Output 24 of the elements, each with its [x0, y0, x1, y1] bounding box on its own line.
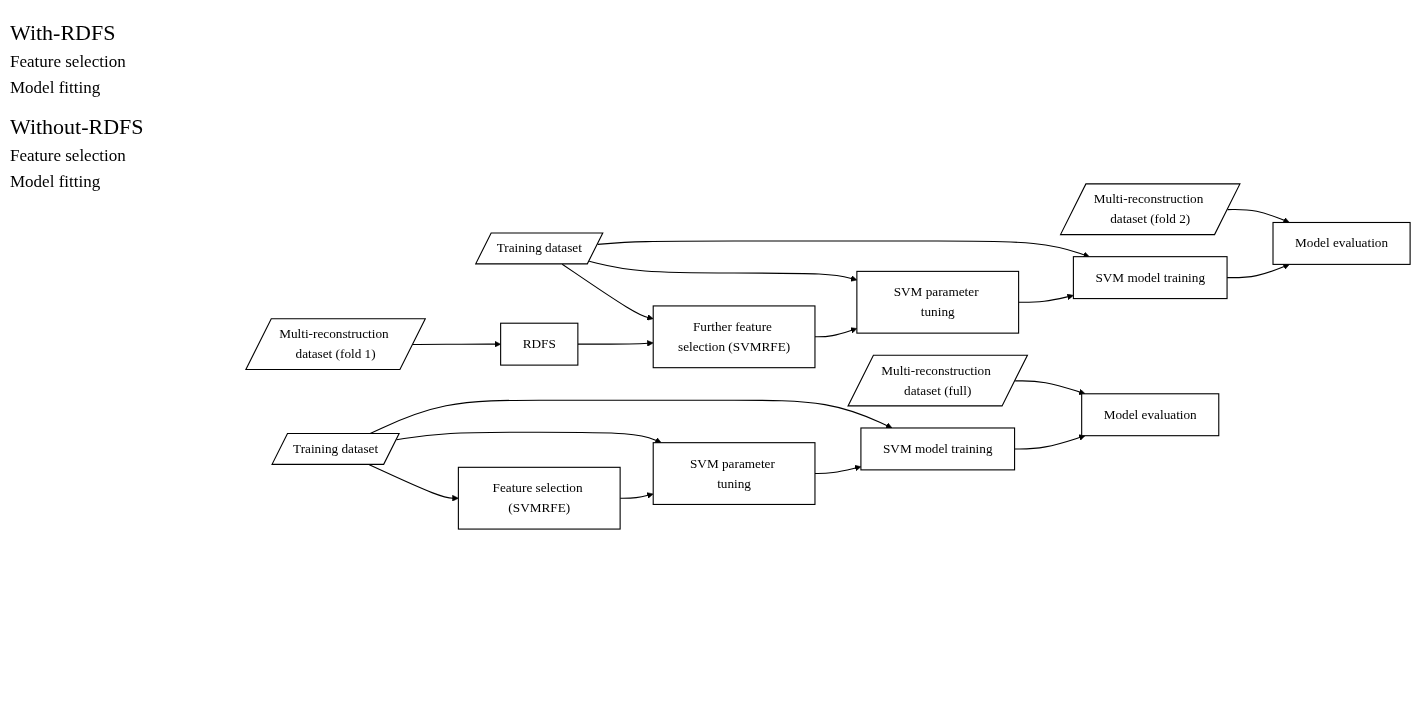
arrow: [597, 240, 1090, 258]
node-box: Model evaluation: [1081, 393, 1220, 437]
arrow: [1018, 293, 1074, 303]
arrow: [1014, 434, 1086, 450]
arrow: [1227, 209, 1290, 224]
phase-label: Model fitting: [10, 78, 102, 98]
arrow: [412, 340, 501, 348]
node-box: SVM model training: [1072, 256, 1228, 300]
node-box: SVM model training: [860, 427, 1016, 471]
phase-label: Feature selection: [10, 52, 127, 72]
arrow: [577, 340, 654, 347]
section-heading: Without-RDFS: [10, 114, 145, 140]
node-box: Further feature selection (SVMRFE): [652, 305, 816, 369]
node-box: RDFS: [500, 322, 579, 366]
arrow: [396, 431, 662, 444]
arrow: [561, 263, 654, 321]
node-box: SVM parameter tuning: [856, 270, 1020, 334]
arrow: [1014, 380, 1086, 396]
section-heading: With-RDFS: [10, 20, 117, 46]
phase-label: Feature selection: [10, 146, 127, 166]
node-box: Feature selection (SVMRFE): [457, 466, 621, 530]
phase-label: Model fitting: [10, 172, 102, 192]
node-box: SVM parameter tuning: [652, 442, 816, 505]
node-box: Model evaluation: [1272, 221, 1411, 265]
